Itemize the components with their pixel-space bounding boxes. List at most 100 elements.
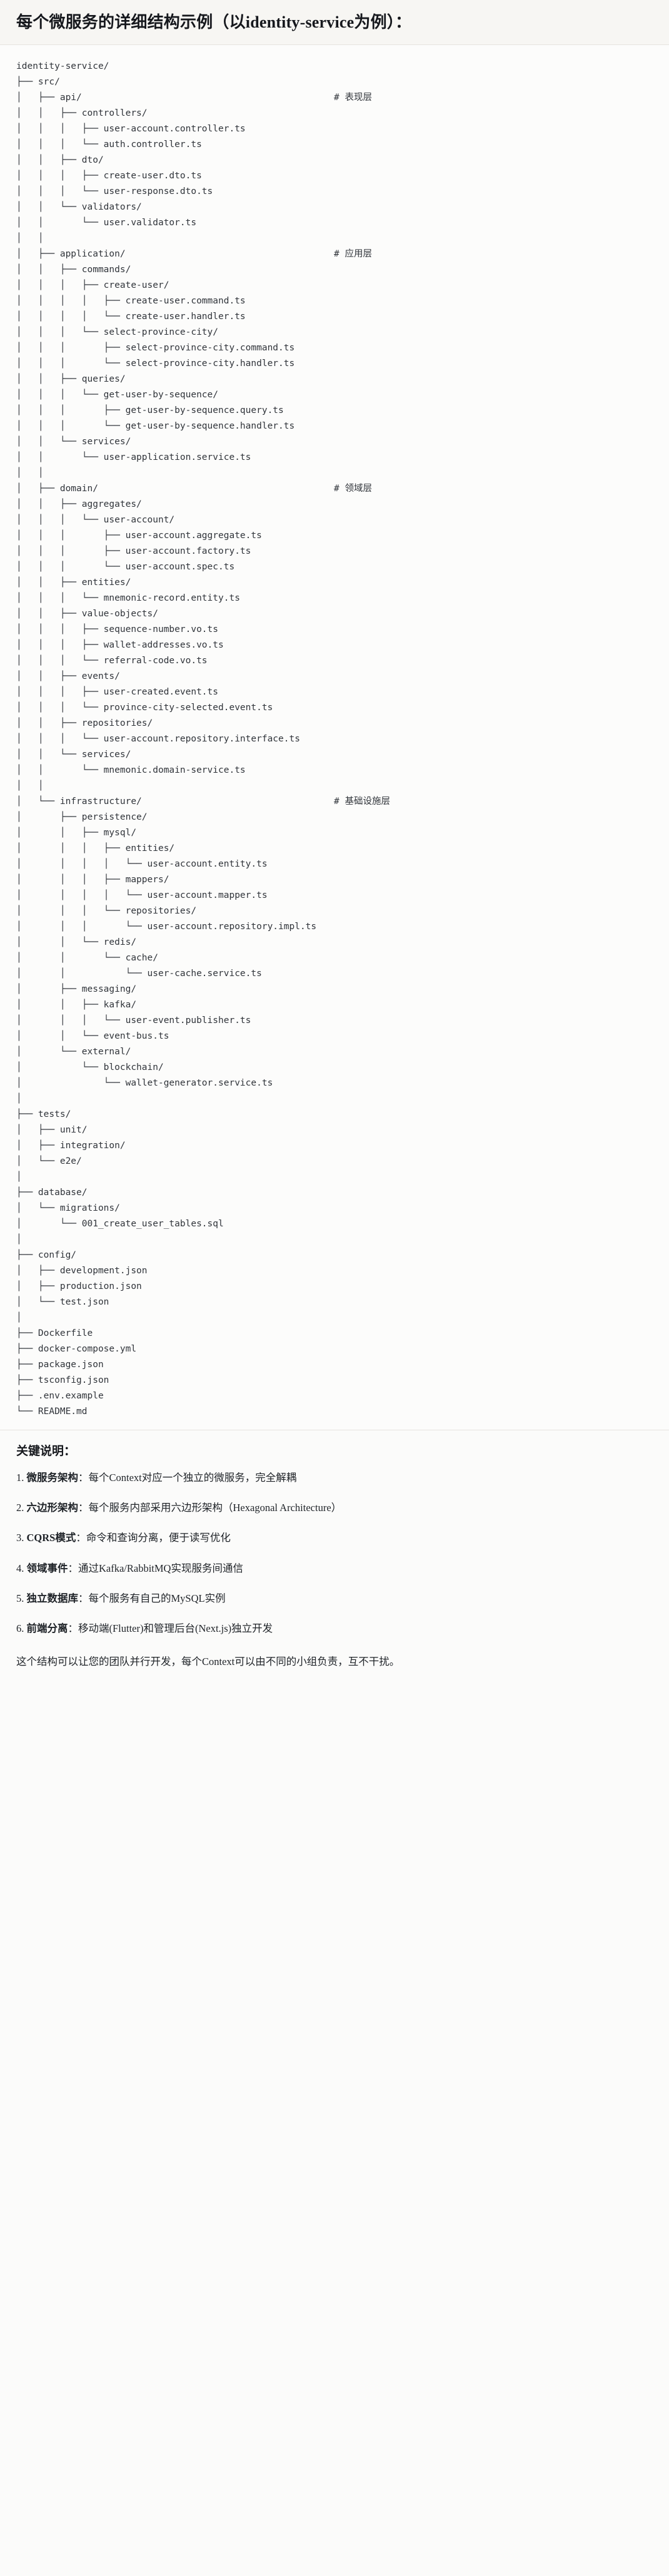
tree-line: │: [16, 1232, 653, 1248]
tree-line: │ └── wallet-generator.service.ts: [16, 1076, 653, 1091]
tree-line: │ │ │ └── repositories/: [16, 904, 653, 919]
tree-line: │ │ ├── mysql/: [16, 825, 653, 841]
tree-line-path: │ │ │ ├── create-user.dto.ts: [16, 170, 202, 181]
key-note-number: 1.: [16, 1471, 24, 1484]
tree-line: │ │ ├── queries/: [16, 372, 653, 387]
tree-line-path: │ │ │ ├── user-account.controller.ts: [16, 123, 246, 134]
tree-line-path: │: [16, 1234, 22, 1245]
tree-line: │ │: [16, 466, 653, 481]
key-note-item: 2. 六边形架构：每个服务内部采用六边形架构（Hexagonal Archite…: [16, 1500, 653, 1516]
tree-line: │ │ │ ├── user-account.controller.ts: [16, 121, 653, 137]
tree-line-path: │ │ │ └── user-account/: [16, 514, 175, 525]
tree-line-path: │ ├── api/: [16, 92, 82, 103]
key-note-item: 6. 前端分离：移动端(Flutter)和管理后台(Next.js)独立开发: [16, 1621, 653, 1637]
tree-line-path: ├── docker-compose.yml: [16, 1343, 137, 1354]
closing-paragraph: 这个结构可以让您的团队并行开发，每个Context可以由不同的小组负责，互不干扰…: [16, 1655, 400, 1667]
tree-line-path: │ │: [16, 233, 44, 243]
key-note-number: 2.: [16, 1501, 24, 1514]
tree-line-path: │ │ │ ├── select-province-city.command.t…: [16, 342, 295, 353]
tree-line-path: │ │ │ │ └── user-account.mapper.ts: [16, 890, 268, 900]
tree-line-path: │ │ │ └── user-account.spec.ts: [16, 561, 235, 572]
tree-line-path: │ │ ├── value-objects/: [16, 608, 158, 619]
key-note-separator: ：: [78, 1501, 89, 1514]
tree-line: │ │ └── user.validator.ts: [16, 215, 653, 231]
page-title: 每个微服务的详细结构示例（以identity-service为例）：: [16, 13, 412, 31]
tree-line-path: │ └── 001_create_user_tables.sql: [16, 1218, 224, 1229]
tree-line-path: │: [16, 1093, 22, 1104]
tree-line-path: │: [16, 1171, 22, 1182]
tree-line-path: │ │ │ └── user-account.repository.impl.t…: [16, 921, 317, 932]
tree-line-path: │ │ └── event-bus.ts: [16, 1031, 169, 1041]
key-note-separator: ：: [68, 1562, 79, 1574]
tree-line: │ └── external/: [16, 1044, 653, 1060]
tree-line-path: │ ├── unit/: [16, 1124, 88, 1135]
tree-line-path: │ │ │ └── user-account.repository.interf…: [16, 733, 300, 744]
tree-line-path: │ │ │ └── select-province-city.handler.t…: [16, 358, 295, 369]
tree-line: │ │ │ ├── user-account.aggregate.ts: [16, 528, 653, 544]
key-note-description: 移动端(Flutter)和管理后台(Next.js)独立开发: [78, 1622, 273, 1635]
tree-line-path: ├── config/: [16, 1250, 77, 1260]
key-note-number: 5.: [16, 1592, 24, 1605]
key-note-term: 领域事件: [26, 1562, 68, 1574]
tree-line: │ │ └── cache/: [16, 950, 653, 966]
tree-line: │ ├── domain/# 领域层: [16, 481, 653, 497]
tree-line-path: ├── package.json: [16, 1359, 104, 1370]
tree-line: │ ├── development.json: [16, 1263, 653, 1279]
tree-line: │ │ │ ├── user-created.event.ts: [16, 685, 653, 700]
key-note-item: 4. 领域事件：通过Kafka/RabbitMQ实现服务间通信: [16, 1560, 653, 1577]
tree-line: │ │ ├── repositories/: [16, 716, 653, 731]
tree-line-path: │ │ └── cache/: [16, 952, 158, 963]
tree-line-path: │ │ └── user-application.service.ts: [16, 452, 251, 462]
tree-line: │ │ └── services/: [16, 747, 653, 763]
tree-line: │ │ └── validators/: [16, 200, 653, 215]
tree-line-path: │ │ │ └── mnemonic-record.entity.ts: [16, 593, 240, 603]
tree-line: │ │ ├── aggregates/: [16, 497, 653, 512]
tree-line: │ │ └── event-bus.ts: [16, 1029, 653, 1044]
tree-line-path: │ │ │ └── get-user-by-sequence.handler.t…: [16, 420, 295, 431]
tree-line: │ ├── persistence/: [16, 810, 653, 825]
key-note-item: 3. CQRS模式：命令和查询分离，便于读写优化: [16, 1530, 653, 1546]
tree-line: │ └── blockchain/: [16, 1060, 653, 1076]
key-note-item: 5. 独立数据库：每个服务有自己的MySQL实例: [16, 1591, 653, 1607]
tree-line-path: │ │ │ └── auth.controller.ts: [16, 139, 202, 150]
tree-line: │ │ └── redis/: [16, 935, 653, 950]
tree-line-path: │ └── external/: [16, 1046, 131, 1057]
tree-line-path: │ │ └── mnemonic.domain-service.ts: [16, 765, 246, 775]
tree-line: └── README.md: [16, 1404, 653, 1420]
tree-line-path: │ │ │ ├── user-account.aggregate.ts: [16, 530, 262, 541]
tree-line: │ └── test.json: [16, 1295, 653, 1310]
tree-line-comment: # 表现层: [334, 92, 372, 103]
tree-line: │ │ ├── kafka/: [16, 997, 653, 1013]
tree-line-path: │ │ │ │ └── create-user.handler.ts: [16, 311, 246, 322]
key-note-number: 3.: [16, 1532, 24, 1544]
tree-line: │ │ ├── value-objects/: [16, 606, 653, 622]
tree-line: │ │ └── user-cache.service.ts: [16, 966, 653, 982]
tree-line-path: │ ├── application/: [16, 248, 126, 259]
tree-line-path: │ ├── integration/: [16, 1140, 126, 1151]
tree-line: │ │ ├── dto/: [16, 153, 653, 168]
tree-line: │ │ │ ├── select-province-city.command.t…: [16, 340, 653, 356]
tree-line-path: │ │ ├── entities/: [16, 577, 131, 588]
tree-line-path: │ └── e2e/: [16, 1156, 82, 1166]
tree-line: │ │ │ └── auth.controller.ts: [16, 137, 653, 153]
tree-line-path: │ │ │ ├── sequence-number.vo.ts: [16, 624, 219, 634]
key-notes-heading: 关键说明：: [16, 1444, 76, 1458]
tree-line: │ ├── production.json: [16, 1279, 653, 1295]
tree-line-path: identity-service/: [16, 61, 109, 71]
tree-line-path: ├── Dockerfile: [16, 1328, 93, 1338]
tree-line: │ │ │ │ └── create-user.handler.ts: [16, 309, 653, 325]
directory-tree: identity-service/├── src/│ ├── api/# 表现层…: [16, 59, 653, 1420]
key-note-description: 命令和查询分离，便于读写优化: [86, 1532, 231, 1544]
tree-line-path: │ ├── development.json: [16, 1265, 148, 1276]
document-header: 每个微服务的详细结构示例（以identity-service为例）：: [0, 0, 669, 45]
tree-line-path: │ └── wallet-generator.service.ts: [16, 1077, 273, 1088]
tree-line: │ │ │ └── user-account.repository.impl.t…: [16, 919, 653, 935]
tree-line: ├── database/: [16, 1185, 653, 1201]
tree-line-path: │ ├── production.json: [16, 1281, 142, 1291]
tree-line: │ │ │ ├── create-user.dto.ts: [16, 168, 653, 184]
tree-line-path: │ └── blockchain/: [16, 1062, 164, 1072]
tree-line: │ │ └── mnemonic.domain-service.ts: [16, 763, 653, 778]
tree-line: │ │ │ └── select-province-city.handler.t…: [16, 356, 653, 372]
tree-line: │ └── e2e/: [16, 1154, 653, 1169]
